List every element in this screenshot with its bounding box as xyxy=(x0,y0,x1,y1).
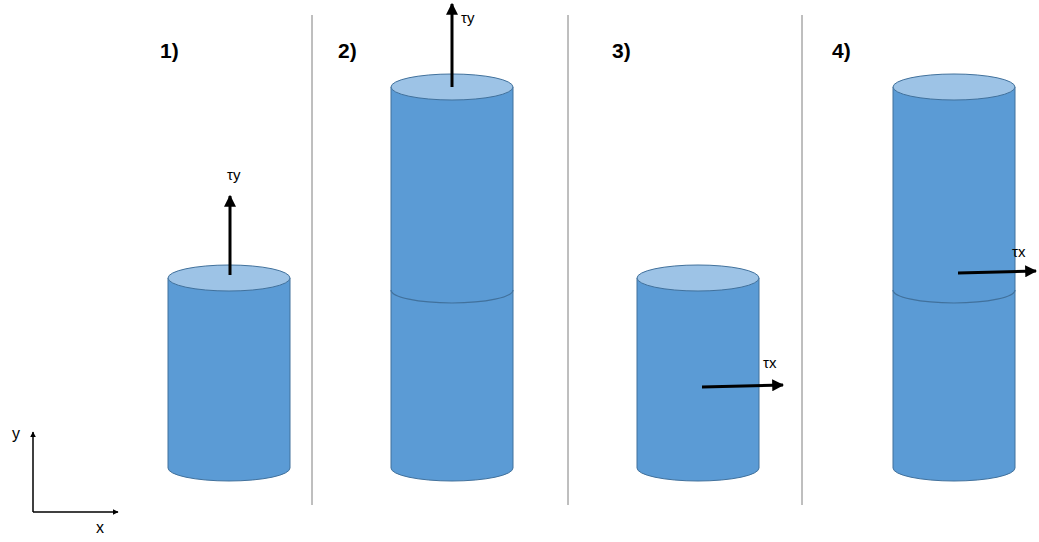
stress-label: τy xyxy=(227,167,240,182)
stress-label: τy xyxy=(461,10,474,25)
panel-number: 2) xyxy=(338,40,357,61)
cylinder-body xyxy=(391,87,513,481)
panel-number: 1) xyxy=(160,40,179,61)
stress-label: τx xyxy=(1012,244,1025,259)
panel-separators xyxy=(312,15,802,505)
stress-label: τx xyxy=(763,355,776,370)
cylinders xyxy=(168,74,1015,481)
axes xyxy=(33,432,118,512)
cylinder-seam xyxy=(893,290,1015,303)
cylinder-top xyxy=(637,265,759,291)
cylinder-top xyxy=(893,74,1015,100)
axis-label: x xyxy=(96,520,104,536)
axis-label: y xyxy=(12,426,20,442)
cylinder-body xyxy=(168,278,290,481)
panel-number: 4) xyxy=(832,40,851,61)
cylinder-body xyxy=(637,278,759,481)
cylinder-seam xyxy=(391,290,513,303)
stress-arrows xyxy=(230,4,1036,387)
cylinder-body xyxy=(893,87,1015,481)
panel-number: 3) xyxy=(612,40,631,61)
